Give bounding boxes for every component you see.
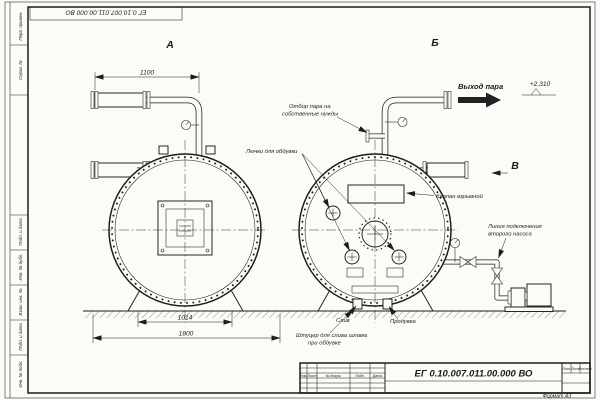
margin-label: Подп. и дата [18,218,23,246]
dimensions: 1100 1014 1800 +2,310 [92,70,556,343]
annotations: А Б В Выход пара Отбор пара на собственн… [165,37,542,347]
margin-label: Взам. инв. № [18,288,23,315]
right-side-nozzle [420,161,469,179]
drain-stub [352,298,363,310]
steam-flow-arrow [458,92,501,108]
sludge-label: при обдувке [308,341,342,347]
valve [459,255,469,269]
margin-label: Перв. примен. [18,11,23,40]
burner-plate [176,219,194,237]
margin-label: Инв. № дубл. [18,253,23,280]
elevation-mark: +2,310 [522,81,556,96]
left-top-pipe [90,91,203,158]
dim-pipe-span: 1100 [140,70,155,77]
view-label-a: А [165,39,174,51]
own-needs-label: Отбор пара на [289,104,331,110]
left-margin-strip: Перв. примен. Справ. № Подп. и дата Инв.… [10,11,28,388]
margin-label: Справ. № [18,60,23,80]
top-fitting [158,145,169,155]
right-top-pipe [365,91,452,158]
tb-col-list: Лист [306,374,316,378]
steam-outlet-label: Выход пара [458,82,503,91]
tb-doc-number: ЕГ 0.10.007.011.00.000 ВО [415,369,534,380]
tb-cell-listov: Листов [577,367,591,371]
format-note: Формат А3 [543,394,571,400]
blowdown-stub [382,298,393,310]
margin-label: Инв. № подл. [18,360,23,387]
second-pump-label: Линия подключения [487,224,542,230]
top-stamp-number: ЕГ 0.10.007.011.00.000 ВО [65,9,146,16]
explosion-valve-label: Клапан взрывной [436,193,484,200]
pump-base [504,306,554,312]
top-stamp: ЕГ 0.10.007.011.00.000 ВО [29,6,183,21]
tb-col-data: Дата [372,374,382,378]
view-label-b: Б [431,37,439,49]
dim-overall-width: 1800 [179,331,194,338]
valve [490,267,504,277]
top-fitting [205,145,216,155]
tb-cell-list: Лист [570,367,580,371]
ground-line [83,310,566,318]
explosion-valve-port [347,184,405,204]
title-block: Изм. Лист № докум. Подп. Дата Лит. Лист … [299,362,592,400]
feed-pump [504,283,554,312]
blowdown-label: Продувка [390,319,416,325]
elevation-value: +2,310 [530,81,551,88]
sludge-label: Штуцер для слива шлама [296,333,368,339]
boiler-left-view [90,91,268,323]
tb-col-doc: № докум. [326,374,342,378]
blowing-hatches-label: Лючки для обдувки [245,149,298,155]
feed-line-fittings [450,238,504,285]
own-needs-label: собственные нужды [282,112,339,118]
own-needs-nozzle-flange [365,129,370,143]
tb-col-izm: Изм. [300,374,308,378]
margin-label: Подп. и дата [18,323,23,351]
dim-vessel-width: 1014 [178,315,193,322]
tb-col-podp: Подп. [355,374,365,378]
pump-casing [510,287,526,308]
second-pump-label: второго насоса [488,232,532,238]
tb-cell-lit: Лит. [561,367,570,371]
view-label-v: В [511,160,519,172]
drain-label: Слив [336,318,350,324]
